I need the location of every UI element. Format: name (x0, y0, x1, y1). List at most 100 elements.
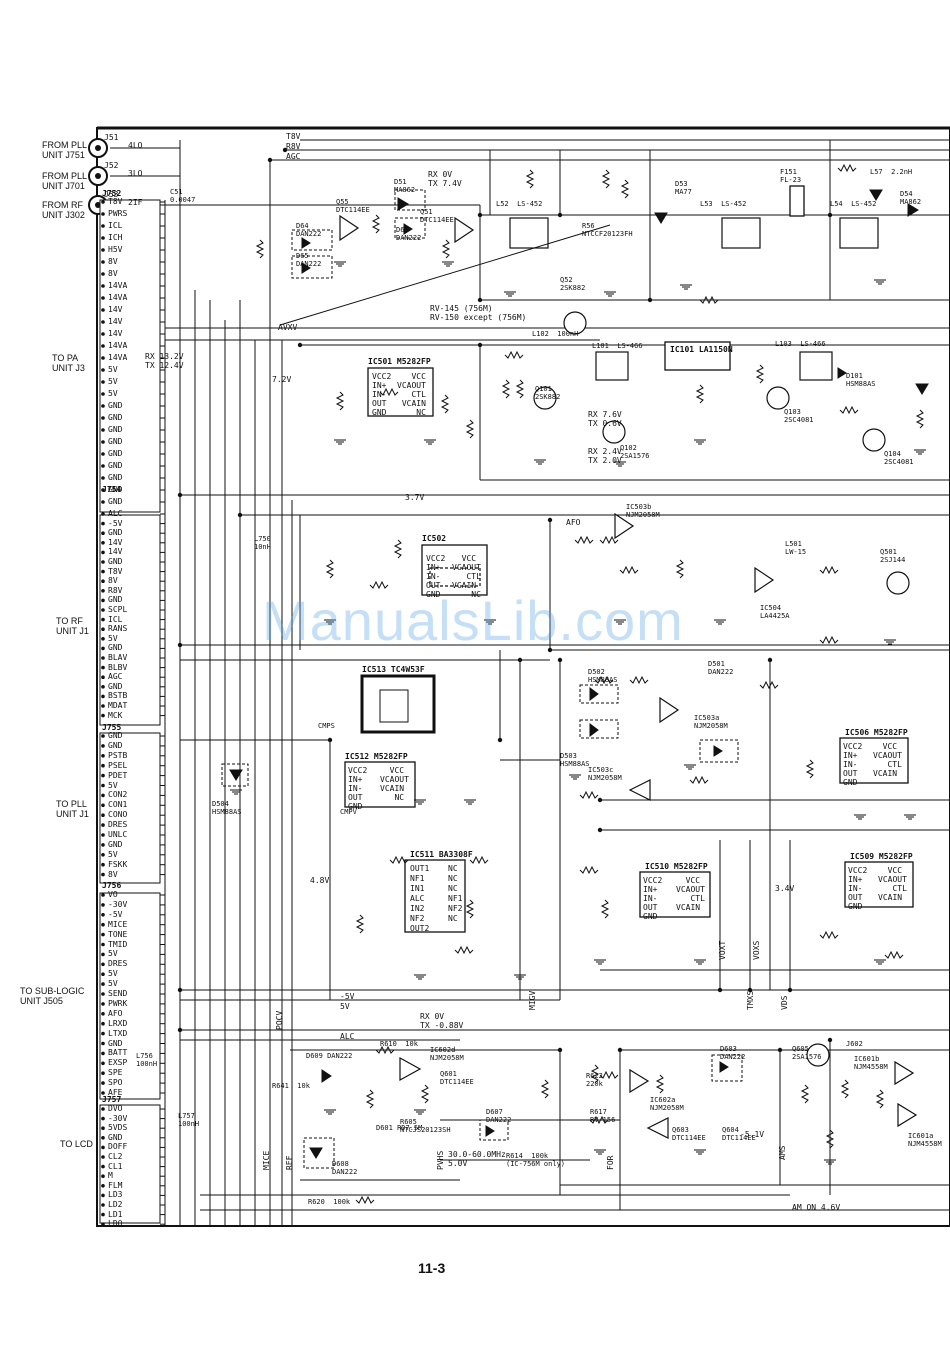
connector-j754-name: J754 (102, 485, 122, 494)
ic506-pins-left: VCC2 IN+ IN- OUT GND (843, 742, 863, 787)
ic511-label: IC511 BA3308F (410, 850, 473, 859)
component-label: D54 MA862 (900, 190, 922, 206)
pin-dot (101, 862, 105, 867)
annotation-34v: 3.4V (775, 884, 795, 893)
connector-pin: 8V (108, 257, 118, 266)
pin-dot (101, 500, 105, 504)
connector-pin: GND (108, 1132, 123, 1142)
connector-pin: LTXD (108, 1028, 128, 1038)
pin-dot (101, 452, 105, 456)
component-label: R614 100k (IC-756M only) (506, 1152, 566, 1168)
pin-dot (101, 1081, 105, 1085)
junction-dot (827, 1037, 833, 1043)
component-label: Q501 2SJ144 (880, 548, 906, 564)
component-label: R56 NTCCF20123FH (582, 222, 633, 238)
junction-dot (717, 987, 723, 993)
resistor (389, 855, 409, 865)
connector-pin: BATT (108, 1048, 128, 1058)
ic512-pins-left: VCC2 IN+ IN- OUT GND (348, 766, 368, 811)
label-from-pll-j751: FROM PLL UNIT J751 (42, 140, 88, 160)
component-label: Q103 2SC4081 (784, 408, 814, 424)
junction-dot (297, 342, 303, 348)
component-label: L501 LW-15 (785, 540, 807, 556)
annotation-minus51v: -5.1V (740, 1130, 765, 1139)
resistor (599, 535, 619, 545)
connector-pin: GND (108, 401, 123, 410)
pin-dot (101, 843, 105, 847)
component-label: L103 LS-466 (775, 340, 826, 348)
label-to-sublogic: TO SUB-LOGIC UNIT J505 (20, 986, 85, 1006)
pin-dot (101, 224, 105, 228)
junction-dot (787, 987, 793, 993)
resistor (355, 1195, 375, 1205)
pin-dot (101, 1116, 105, 1121)
resistor (655, 1074, 665, 1094)
connector-pin: 5V (108, 969, 118, 979)
component-label: D64 DAN222 (296, 222, 322, 238)
component-label: Q52 2SK882 (560, 276, 586, 292)
component-label: IC503a NJM2058M (694, 714, 728, 730)
net-label: MIGV (528, 990, 537, 1010)
connector-pin: RANS (108, 624, 128, 634)
connector-pin: GND (108, 740, 123, 750)
resistor (504, 350, 524, 360)
connector-pin: LD2 (108, 1200, 123, 1209)
jack-j51-signal: 4LO (128, 141, 143, 150)
component-label: Q601 DTC114EE (440, 1070, 474, 1086)
rail-agc: AGC (286, 152, 301, 161)
junction-dot (177, 987, 183, 993)
pin-dot (101, 1164, 105, 1169)
watermark: ManualsLib.com (262, 589, 684, 652)
annotation-rv145: RV-145 (756M) RV-150 except (756M) (430, 304, 527, 322)
resistor (469, 855, 489, 865)
pin-dot (101, 675, 105, 679)
pin-dot (101, 550, 105, 555)
pin-dot (101, 713, 105, 718)
junction-dot (827, 212, 833, 218)
annotation-rx76-tx06: RX 7.6V TX 0.6V (588, 410, 622, 428)
resistor (441, 239, 451, 259)
connector-pin: VO (108, 890, 118, 899)
connector-pin: MDAT (108, 701, 128, 710)
connector-pin: ICH (108, 233, 123, 242)
pin-dot (101, 803, 105, 808)
annotation-afo: AFO (566, 518, 581, 527)
pin-dot (101, 416, 105, 420)
pin-dot (101, 598, 105, 603)
ic509-label: IC509 M5282FP (850, 852, 913, 861)
pin-dot (101, 589, 105, 593)
connector-pin: GND (108, 1038, 123, 1048)
net-label: VDS (780, 995, 789, 1010)
resistor (525, 169, 535, 189)
resistor (255, 239, 265, 259)
connector-pin: EXSP (108, 1058, 128, 1068)
component-label: CMPS (318, 722, 335, 730)
pin-dot (101, 1155, 105, 1159)
pin-dot (101, 488, 105, 492)
component-label: IC601a NJM4558M (908, 1132, 942, 1148)
annotation-avxv: AVXV (278, 323, 298, 332)
pin-dot (101, 512, 105, 516)
ic510-label: IC510 M5282FP (645, 862, 708, 871)
connector-pin: BLAV (108, 653, 128, 662)
net-label: AMS (778, 1145, 787, 1160)
component-label: Q104 2SC4081 (884, 450, 914, 466)
connector-pin: GND (108, 595, 123, 605)
pin-dot (101, 1212, 105, 1217)
pin-dot (101, 893, 105, 897)
connector-pin: 14VA (108, 281, 128, 290)
connector-pin: 8V (108, 869, 118, 879)
resistor (579, 865, 599, 875)
pin-dot (101, 913, 105, 917)
connector-pin: -30V (108, 899, 128, 909)
connector-pin: -5V (108, 518, 123, 528)
pin-dot (101, 284, 105, 288)
junction-dot (557, 657, 563, 663)
pin-dot (101, 560, 105, 564)
junction-dot (777, 1047, 783, 1053)
component-label: D603 DAN222 (720, 1045, 746, 1061)
pin-dot (101, 1012, 105, 1016)
pin-dot (101, 404, 105, 408)
pin-dot (101, 872, 105, 877)
connector-pin: 14VA (108, 293, 128, 302)
